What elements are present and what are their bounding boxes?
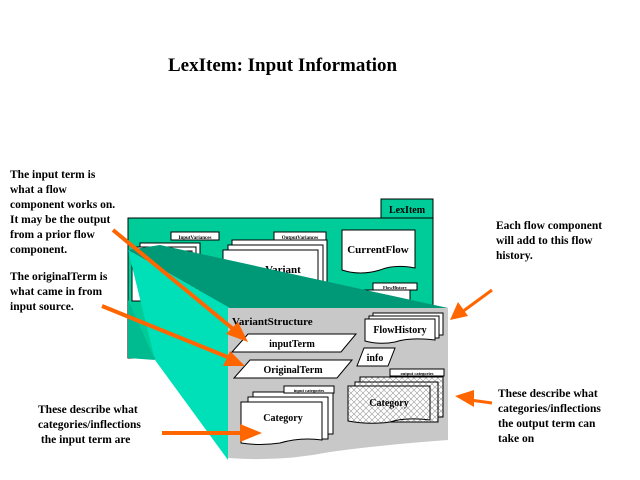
output-categories-tab: output categories [400,371,433,376]
lexitem-flow-history-tab: FlowHistory [383,285,408,290]
note-flow-history: Each flow component will add to this flo… [496,220,603,262]
zoom-projection-left [128,250,230,460]
input-categories-stack: input categories Category [240,385,335,445]
arrow-input-term [111,228,248,342]
info-label: info [367,353,384,364]
note-input-term: The input term is what a flow component … [10,169,116,256]
input-variances-tab: InputVariances [179,236,212,241]
original-term-label: OriginalTerm [263,365,323,376]
arrow-output-categories [455,390,493,407]
zoom-projection-shade [128,300,155,360]
input-term-label: inputTerm [269,339,315,350]
input-category-label: Category [263,413,302,424]
variant-structure-panel: VariantStructure inputTerm OriginalTerm … [228,308,448,460]
flow-history-label: FlowHistory [373,325,426,336]
page-title: LexItem: Input Information [168,55,398,76]
output-variances-tab: OutputVariances [282,236,319,241]
arrow-flow-history [450,288,493,320]
input-categories-tab: input categories [294,388,325,393]
note-input-categories: These describe what categories/inflectio… [38,404,141,446]
output-category-label: Category [369,398,408,409]
current-flow-doc: CurrentFlow [341,229,416,274]
input-term-shape [230,333,358,353]
lexitem-label: LexItem [389,205,426,216]
note-original-term: The originalTerm is what came in from in… [10,271,108,313]
original-term-shape [232,359,354,379]
info-shape [356,347,396,367]
arrow-original-term [101,304,245,366]
note-output-categories: These describe what categories/inflectio… [498,388,601,445]
flow-history-stack: FlowHistory [364,312,444,344]
arrow-input-categories [162,424,262,442]
zoom-projection-top [128,245,448,308]
current-flow-label: CurrentFlow [347,244,409,256]
output-categories-stack: output categories Category [347,368,445,424]
variant-structure-label: VariantStructure [232,316,313,328]
